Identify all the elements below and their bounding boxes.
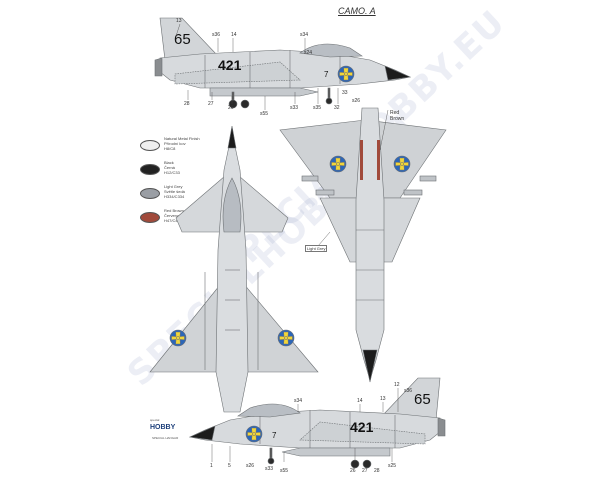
callout-label: 13 bbox=[380, 396, 386, 402]
fin-small-marking: 7 bbox=[324, 70, 329, 79]
legend-label: Light Grey Světle šedá H334/C334 bbox=[164, 184, 185, 199]
legend-swatch bbox=[140, 164, 160, 175]
upper-view bbox=[149, 125, 319, 413]
callout-leaders-top bbox=[175, 23, 339, 110]
callout-label: s36 bbox=[212, 32, 221, 38]
tail-number-top: 65 bbox=[174, 31, 191, 48]
callout-label: 27 bbox=[208, 101, 214, 107]
callout-label: 26 bbox=[350, 468, 356, 474]
legend-label: Natural Metal Finish Přírodní kov H8/C8 bbox=[164, 136, 200, 151]
callout-leaders-bottom bbox=[211, 388, 399, 462]
legend-item: Light Grey Světle šedá H334/C334 bbox=[140, 184, 250, 214]
callout-label: s35 bbox=[313, 105, 322, 111]
callout-label: s33 bbox=[265, 466, 274, 472]
callout-label: 1 bbox=[210, 463, 213, 469]
callout-label: 32 bbox=[334, 105, 340, 111]
brand-partner: SPECIAL HANGAR bbox=[152, 436, 179, 440]
callout-label: 14 bbox=[357, 398, 363, 404]
callout-label: 26 bbox=[228, 105, 234, 111]
under-view bbox=[279, 107, 447, 383]
legend-swatch bbox=[140, 188, 160, 199]
legend-item: Natural Metal Finish Přírodní kov H8/C8 bbox=[140, 136, 250, 166]
callout-label: s36 bbox=[404, 388, 413, 394]
callout-label: s55 bbox=[260, 111, 269, 117]
callout-label: s25 bbox=[388, 463, 397, 469]
callout-label: 5 bbox=[228, 463, 231, 469]
legend-item: Red Brown Červenohnědá H47/C41 bbox=[140, 208, 250, 238]
callout-label: 13 bbox=[176, 18, 182, 24]
callout-label: s26 bbox=[246, 463, 255, 469]
legend-item: Black Černá H12/C33 bbox=[140, 160, 250, 190]
side-view-top bbox=[154, 17, 412, 109]
callout-label: s33 bbox=[290, 105, 299, 111]
callout-label: 12 bbox=[394, 382, 400, 388]
legend-label: Black Černá H12/C33 bbox=[164, 160, 180, 175]
legend-label: Red Brown Červenohnědá H47/C41 bbox=[164, 208, 191, 223]
callout-label: 28 bbox=[184, 101, 190, 107]
side-view-bottom bbox=[188, 377, 446, 469]
callout-label: s24 bbox=[304, 50, 313, 56]
legend-swatch bbox=[140, 212, 160, 223]
brand-logo: HOBBY bbox=[150, 424, 176, 431]
fin-small-marking: 7 bbox=[272, 431, 277, 440]
callout-label: s34 bbox=[300, 32, 309, 38]
fuselage-code-bottom: 421 bbox=[350, 419, 374, 435]
paint-callout-light-grey: Light Grey bbox=[305, 245, 328, 252]
callout-label: 27 bbox=[362, 468, 368, 474]
callout-label: s26 bbox=[352, 98, 361, 104]
callout-label: 14 bbox=[231, 32, 237, 38]
callout-label: 28 bbox=[374, 468, 380, 474]
callout-label: s55 bbox=[280, 468, 289, 474]
brand-top: special bbox=[150, 418, 160, 422]
legend-swatch bbox=[140, 140, 160, 151]
callout-label: s34 bbox=[294, 398, 303, 404]
paint-callout: Red Brown bbox=[390, 110, 405, 122]
camo-title: CAMO. A bbox=[338, 6, 376, 16]
tail-number-bottom: 65 bbox=[414, 391, 431, 408]
callout-label: 33 bbox=[342, 90, 348, 96]
fuselage-code-top: 421 bbox=[218, 57, 242, 73]
